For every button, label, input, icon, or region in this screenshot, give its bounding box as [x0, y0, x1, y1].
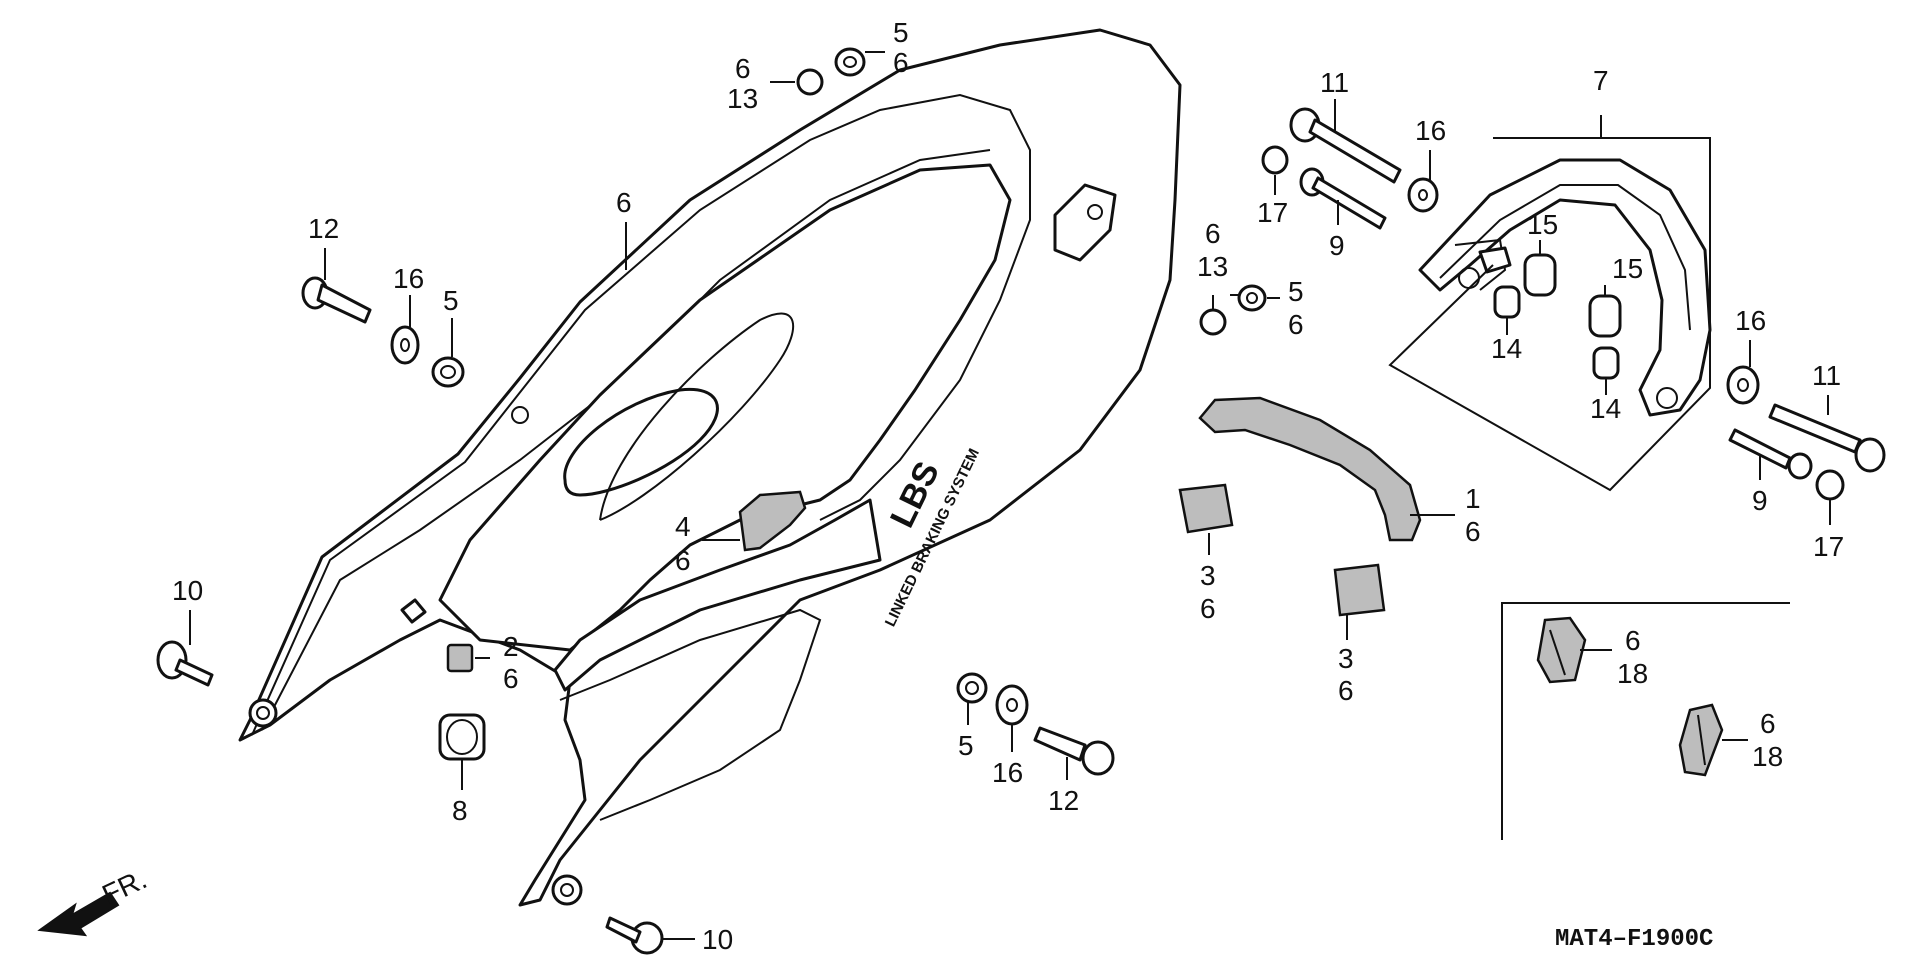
callout-6c: 6	[1205, 218, 1221, 249]
nut-17b	[1815, 469, 1845, 501]
callout-6-2: 6	[503, 663, 519, 694]
cushion-18a	[1536, 616, 1587, 684]
cushion-4	[738, 490, 807, 552]
bolt-10a	[156, 640, 214, 687]
callout-13b: 13	[1197, 251, 1228, 282]
callout-5a: 5	[893, 17, 909, 48]
collar-14b	[1592, 346, 1620, 380]
callout-6-18a: 6	[1625, 625, 1641, 656]
washer-16a	[390, 325, 420, 365]
nut-17a	[1261, 145, 1289, 175]
nut-5c	[1237, 284, 1267, 312]
callout-5b: 5	[443, 285, 459, 316]
bolt-9a	[1299, 167, 1387, 230]
inset-frame	[1501, 602, 1790, 840]
callout-3b: 3	[1338, 643, 1354, 674]
callout-14b: 14	[1590, 393, 1621, 424]
callout-12b: 12	[1048, 785, 1079, 816]
collar-15b	[1588, 294, 1622, 338]
callout-6-4: 6	[675, 545, 691, 576]
nut-5d	[956, 672, 988, 704]
callout-16c: 16	[1735, 305, 1766, 336]
callout-15b: 15	[1612, 253, 1643, 284]
callout-6-5a: 6	[893, 47, 909, 78]
callout-12a: 12	[308, 213, 339, 244]
nut-13b	[1199, 308, 1227, 336]
callout-9b: 9	[1752, 485, 1768, 516]
nut-5a	[431, 356, 465, 388]
bolt-11b	[1768, 403, 1886, 473]
cushion-18b	[1678, 703, 1724, 777]
callout-18b: 18	[1752, 741, 1783, 772]
callouts: 12 16 5 6 6 13 5 6 10 2 6 8 4 6 5 16 12 …	[172, 17, 1844, 955]
bolt-11a	[1289, 107, 1402, 184]
callout-6-1: 6	[1465, 516, 1481, 547]
bolt-9b	[1728, 428, 1813, 480]
callout-6b: 6	[616, 187, 632, 218]
grommet-8	[438, 713, 486, 761]
grip-rubber	[1198, 396, 1422, 542]
washer-16c	[1726, 365, 1760, 405]
leader-lines	[189, 51, 1831, 940]
callout-6-3a: 6	[1200, 593, 1216, 624]
callout-17a: 17	[1257, 197, 1288, 228]
callout-15a: 15	[1527, 209, 1558, 240]
callout-11b: 11	[1812, 360, 1841, 391]
callout-16a: 16	[393, 263, 424, 294]
callout-16b: 16	[1415, 115, 1446, 146]
callout-6-3b: 6	[1338, 675, 1354, 706]
callout-10b: 10	[702, 924, 733, 955]
callout-7: 7	[1593, 65, 1609, 96]
cushion-2	[446, 643, 474, 673]
callout-4: 4	[675, 511, 691, 542]
callout-5c: 5	[1288, 276, 1304, 307]
callout-18a: 18	[1617, 658, 1648, 689]
callout-10a: 10	[172, 575, 203, 606]
bolt-12a	[301, 276, 372, 324]
collar-14a	[1493, 285, 1521, 319]
callout-2: 2	[503, 631, 519, 662]
callout-6a: 6	[735, 53, 751, 84]
callout-3a: 3	[1200, 560, 1216, 591]
cushion-3b	[1333, 563, 1386, 617]
callout-11a: 11	[1320, 67, 1349, 98]
callout-8: 8	[452, 795, 468, 826]
bolt-12b	[1033, 726, 1115, 776]
grab-rail	[1418, 158, 1712, 417]
callout-13a: 13	[727, 83, 758, 114]
callout-17b: 17	[1813, 531, 1844, 562]
callout-5d: 5	[958, 730, 974, 761]
cushion-3a	[1178, 483, 1234, 534]
collar-15a	[1523, 253, 1557, 297]
washer-16b	[1407, 177, 1439, 213]
rear-cowl	[238, 28, 1182, 907]
bolt-10b	[605, 916, 664, 955]
callout-9a: 9	[1329, 230, 1345, 261]
callout-1: 1	[1465, 483, 1481, 514]
callout-6-18b: 6	[1760, 708, 1776, 739]
callout-6-5c: 6	[1288, 309, 1304, 340]
nut-5b	[834, 47, 866, 77]
washer-16d	[995, 684, 1029, 726]
nut-13a	[796, 68, 824, 96]
callout-16d: 16	[992, 757, 1023, 788]
callout-14a: 14	[1491, 333, 1522, 364]
front-direction-arrow: FR.	[37, 863, 151, 937]
drawing-code: MAT4–F1900C	[1555, 926, 1713, 953]
